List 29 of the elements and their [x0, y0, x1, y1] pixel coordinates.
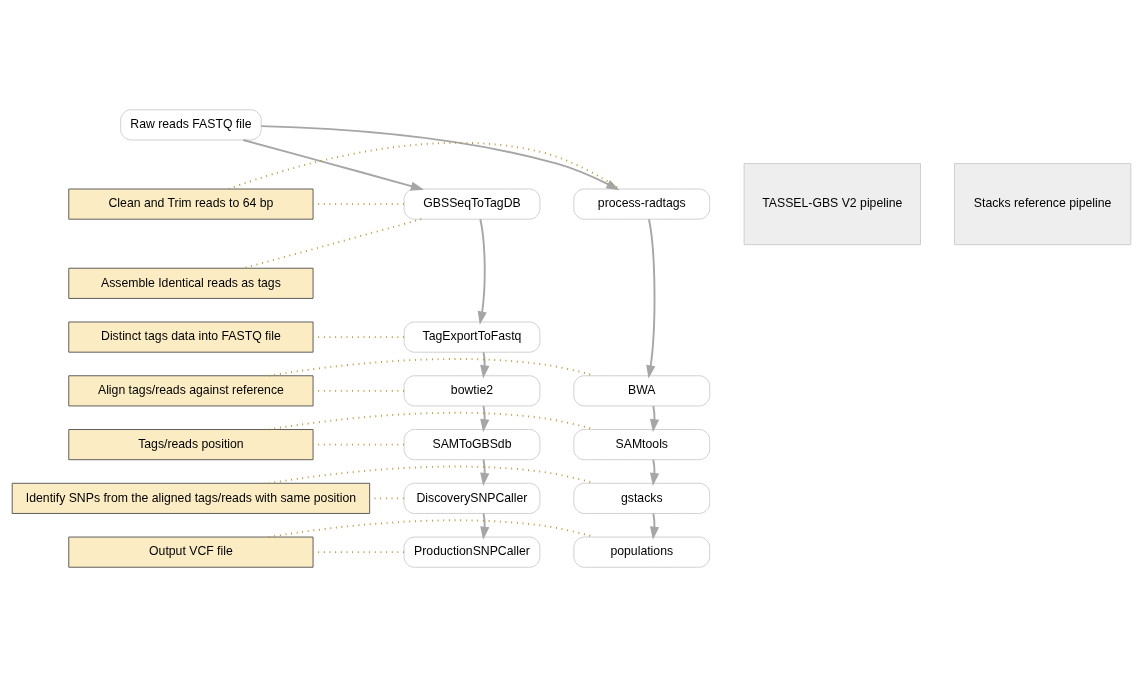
- connector: [227, 141, 621, 190]
- node-box: TagExportToFastq: [403, 321, 541, 353]
- node-box: Raw reads FASTQ file: [120, 109, 262, 141]
- node-box: Align tags/reads against reference: [68, 375, 314, 407]
- node-box: SAMtools: [573, 429, 711, 461]
- node-box: bowtie2: [403, 375, 541, 407]
- node-box: ProductionSNPCaller: [403, 536, 541, 568]
- node-box: Output VCF file: [68, 536, 314, 568]
- node-box: populations: [573, 536, 711, 568]
- node-box: Stacks reference pipeline: [953, 163, 1132, 246]
- node-box: Clean and Trim reads to 64 bp: [68, 188, 314, 220]
- node-box: Assemble Identical reads as tags: [68, 267, 314, 299]
- arrow: [649, 458, 660, 487]
- arrow: [477, 218, 487, 325]
- arrow: [242, 139, 424, 191]
- node-box: DiscoverySNPCaller: [403, 482, 541, 514]
- node-box: GBSSeqToTagDB: [403, 188, 541, 220]
- arrow: [649, 405, 660, 433]
- node-box: BWA: [573, 375, 711, 407]
- node-box: Identify SNPs from the aligned tags/reads with same position: [11, 482, 371, 514]
- node-box: SAMToGBSdb: [403, 429, 541, 461]
- node-box: gstacks: [573, 482, 711, 514]
- node-box: Tags/reads position: [68, 429, 314, 461]
- arrow: [649, 512, 660, 540]
- node-box: Distinct tags data into FASTQ file: [68, 321, 314, 353]
- node-box: TASSEL-GBS V2 pipeline: [743, 163, 921, 246]
- node-box: process-radtags: [573, 188, 711, 220]
- arrow: [260, 125, 620, 191]
- arrow: [646, 218, 656, 379]
